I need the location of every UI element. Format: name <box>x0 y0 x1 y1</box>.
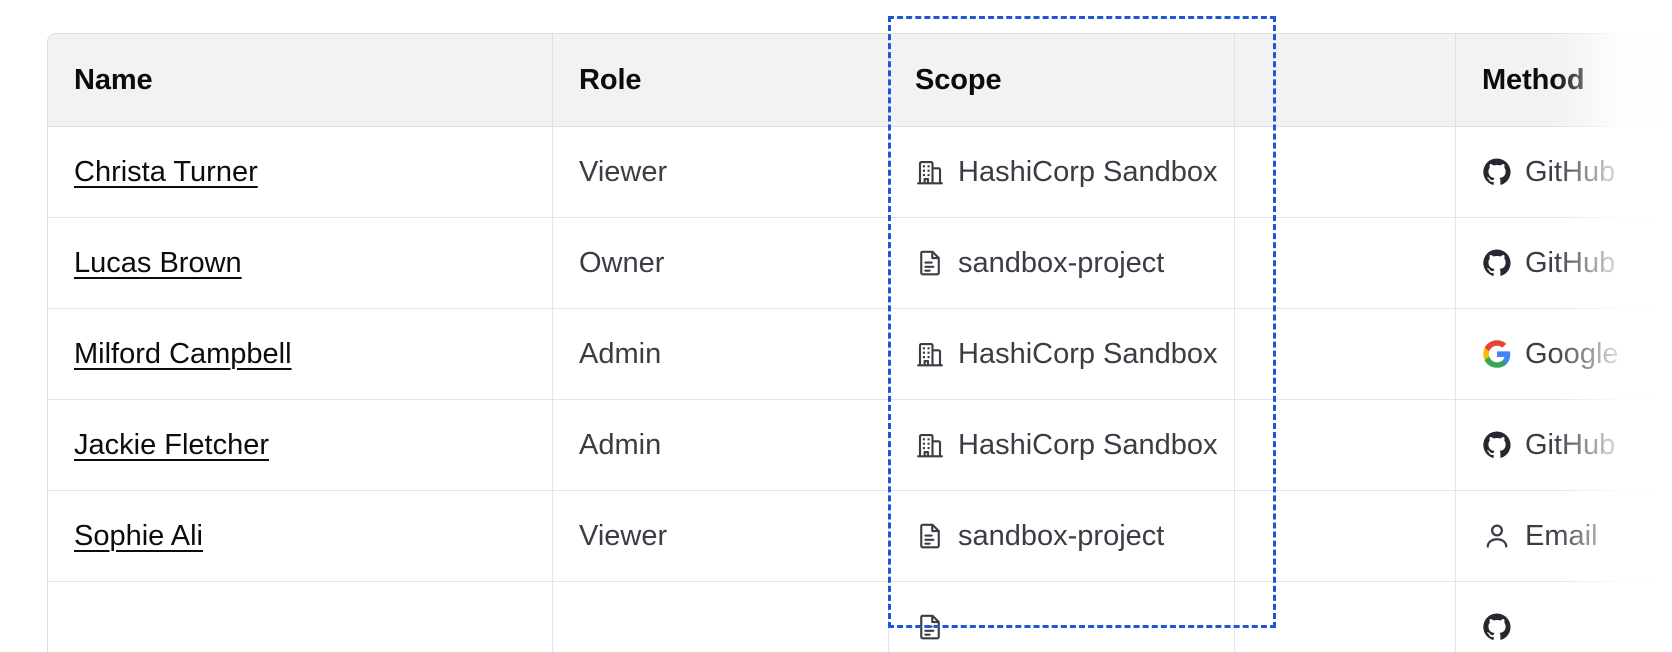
cell-blank <box>1235 127 1456 218</box>
organization-icon <box>915 430 945 460</box>
github-icon <box>1482 248 1512 278</box>
table-row[interactable]: Christa Turner Viewer HashiCorp Sandbox Git… <box>48 127 1672 218</box>
member-name-link[interactable]: Christa Turner <box>74 155 258 188</box>
table-header-row: Name Role Scope Method <box>48 34 1672 127</box>
member-name-link[interactable]: Sophie Ali <box>74 519 203 552</box>
cell-name: Milford Campbell <box>48 309 553 400</box>
cell-method: Google <box>1456 309 1672 400</box>
table-row[interactable]: Jackie Fletcher Admin HashiCorp Sandbox Git… <box>48 400 1672 491</box>
column-header-scope[interactable]: Scope <box>889 34 1235 127</box>
cell-method: GitHub <box>1456 218 1672 309</box>
cell-blank <box>1235 400 1456 491</box>
cell-scope <box>889 582 1235 652</box>
google-icon <box>1482 339 1512 369</box>
table-row[interactable]: Sophie Ali Viewer sandbox-project Email <box>48 491 1672 582</box>
cell-role: Admin <box>553 400 889 491</box>
github-icon <box>1482 430 1512 460</box>
cell-scope: sandbox-project <box>889 218 1235 309</box>
cell-scope: sandbox-project <box>889 491 1235 582</box>
cell-name: Sophie Ali <box>48 491 553 582</box>
scope-label: HashiCorp Sandbox <box>958 155 1218 188</box>
member-name-link[interactable]: Milford Campbell <box>74 337 292 370</box>
project-icon <box>915 521 945 551</box>
cell-role: Admin <box>553 309 889 400</box>
column-header-method[interactable]: Method <box>1456 34 1672 127</box>
github-icon <box>1482 612 1512 642</box>
github-icon <box>1482 157 1512 187</box>
table-header: Name Role Scope Method <box>48 34 1672 127</box>
scope-label: sandbox-project <box>958 519 1165 552</box>
cell-name: Lucas Brown <box>48 218 553 309</box>
table-row[interactable]: Lucas Brown Owner sandbox-project GitHub <box>48 218 1672 309</box>
column-header-role[interactable]: Role <box>553 34 889 127</box>
cell-blank <box>1235 582 1456 652</box>
cell-name: Jackie Fletcher <box>48 400 553 491</box>
cell-scope: HashiCorp Sandbox <box>889 309 1235 400</box>
scope-label: HashiCorp Sandbox <box>958 337 1218 370</box>
cell-role: Owner <box>553 218 889 309</box>
organization-icon <box>915 339 945 369</box>
cell-scope: HashiCorp Sandbox <box>889 400 1235 491</box>
project-icon <box>915 248 945 278</box>
method-label: GitHub <box>1525 155 1616 188</box>
method-label: Google <box>1525 337 1619 370</box>
scope-label: HashiCorp Sandbox <box>958 428 1218 461</box>
method-label: GitHub <box>1525 246 1616 279</box>
column-header-name[interactable]: Name <box>48 34 553 127</box>
cell-method: Email <box>1456 491 1672 582</box>
cell-name <box>48 582 553 652</box>
member-name-link[interactable]: Lucas Brown <box>74 246 242 279</box>
method-label: GitHub <box>1525 428 1616 461</box>
table-row[interactable]: Milford Campbell Admin HashiCorp Sandbox Go… <box>48 309 1672 400</box>
cell-method: GitHub <box>1456 127 1672 218</box>
method-label: Email <box>1525 519 1598 552</box>
cell-name: Christa Turner <box>48 127 553 218</box>
organization-icon <box>915 157 945 187</box>
cell-blank <box>1235 218 1456 309</box>
cell-blank <box>1235 309 1456 400</box>
project-icon <box>915 612 945 642</box>
column-header-blank[interactable] <box>1235 34 1456 127</box>
member-name-link[interactable]: Jackie Fletcher <box>74 428 270 461</box>
cell-role: Viewer <box>553 127 889 218</box>
cell-scope: HashiCorp Sandbox <box>889 127 1235 218</box>
cell-blank <box>1235 491 1456 582</box>
cell-method <box>1456 582 1672 652</box>
table-row[interactable] <box>48 582 1672 652</box>
scope-label: sandbox-project <box>958 246 1165 279</box>
cell-role: Viewer <box>553 491 889 582</box>
cell-role <box>553 582 889 652</box>
user-icon <box>1482 521 1512 551</box>
cell-method: GitHub <box>1456 400 1672 491</box>
